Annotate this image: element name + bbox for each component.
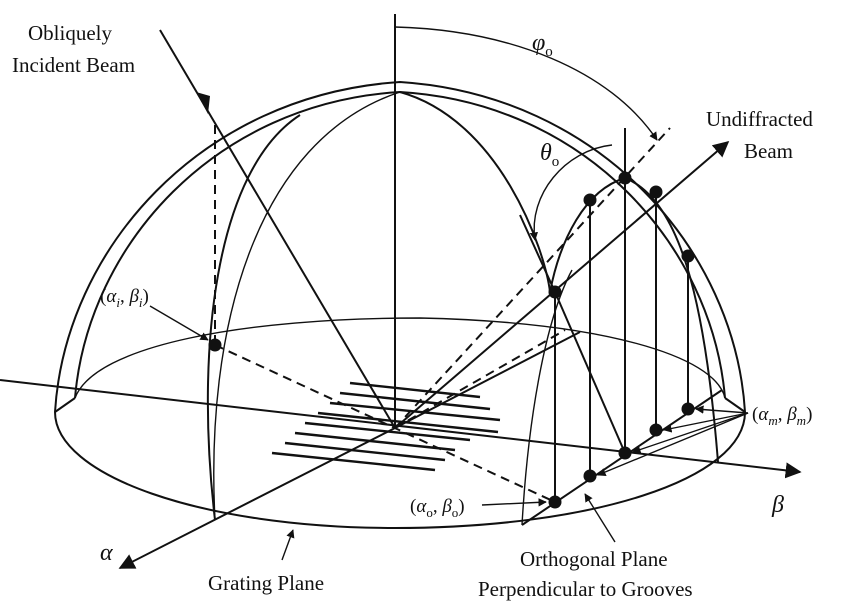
zero-order-coord-label: (αo, βo) [410, 496, 465, 520]
incident-projection-floor [214, 344, 556, 503]
sphere-point-1 [548, 285, 562, 299]
orthogonal-plane-label-line2: Perpendicular to Grooves [478, 577, 693, 601]
points [208, 171, 695, 509]
sphere-point-3 [618, 171, 632, 185]
alpha-axis-line [118, 427, 396, 569]
intersect-line-b [554, 291, 626, 454]
incident-coord-label: (αi, βi) [100, 286, 149, 310]
diffracted-point-floor-1 [583, 469, 597, 483]
diffracted-point-floor-4 [681, 402, 695, 416]
incident-beam-arrowhead [196, 92, 210, 114]
grating-plane-leader [281, 529, 295, 561]
undiffracted-beam-label-line2: Beam [744, 139, 793, 163]
diffracted-leader-2 [663, 412, 749, 433]
grating-plane-label: Grating Plane [208, 571, 324, 595]
diffracted-coord-label: (αm, βm) [752, 404, 812, 428]
meridian-arcs [206, 91, 719, 526]
undiffracted-beam-label-line1: Undiffracted [706, 107, 813, 131]
dashed-floor-line [394, 329, 566, 429]
alpha-axis-back [394, 331, 581, 429]
grating-grooves [271, 381, 501, 472]
diffraction-verticals [554, 128, 689, 502]
incident-coord-leader [149, 305, 209, 341]
theta-label: θo [540, 140, 559, 170]
sphere-point-5 [681, 249, 695, 263]
theta-angle-arc [529, 144, 613, 241]
intersect-line-a [519, 214, 556, 293]
diffracted-leader-3 [632, 412, 749, 454]
undiffracted-beam [394, 140, 730, 429]
grating-plane-ellipse [54, 317, 746, 530]
incident-beam-label-line2: Incident Beam [12, 53, 135, 77]
beta-axis-label: β [771, 492, 784, 518]
sphere-point-4 [649, 185, 663, 199]
sphere-point-2 [583, 193, 597, 207]
orthogonal-plane-label-line1: Orthogonal Plane [520, 547, 668, 571]
incident-point [208, 338, 222, 352]
zero-order-leader [481, 498, 547, 507]
dashed-reference-line [394, 127, 671, 429]
hemisphere-outline [54, 80, 746, 413]
incident-beam-label-line1: Obliquely [28, 21, 112, 45]
phi-label: φo [532, 30, 553, 60]
diffracted-leader-4 [597, 412, 749, 476]
zero-order-point [548, 495, 562, 509]
diffracted-leader-1 [695, 405, 749, 414]
diffracted-point-floor-3 [649, 423, 663, 437]
alpha-axis-label: α [100, 540, 113, 566]
diffracted-point-floor-2 [618, 446, 632, 460]
phi-angle-arc [394, 26, 658, 141]
orthogonal-plane-leader [584, 493, 616, 543]
incident-beam [159, 29, 396, 429]
